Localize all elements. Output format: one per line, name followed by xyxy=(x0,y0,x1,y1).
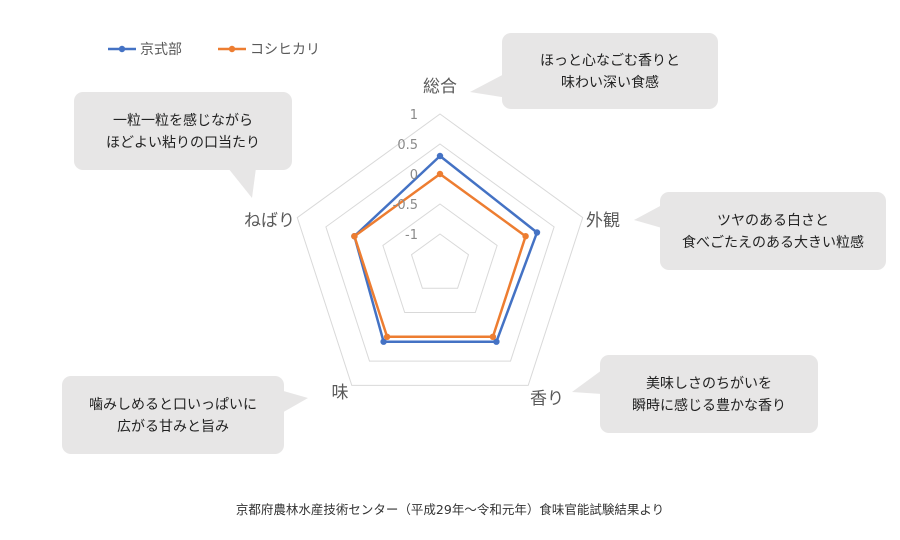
legend-item: 京式部 xyxy=(108,42,182,58)
data-point xyxy=(493,338,500,345)
axis-label: ねばり xyxy=(244,211,295,231)
callout-line: 広がる甘みと旨み xyxy=(117,419,229,435)
callout-line: 一粒一粒を感じながら xyxy=(113,112,253,129)
data-point xyxy=(380,338,387,345)
callout-box xyxy=(600,355,818,433)
tick-label: 1 xyxy=(410,108,418,123)
tick-label: -0.5 xyxy=(393,198,418,213)
legend-marker xyxy=(228,45,236,53)
callout-line: 噛みしめると口いっぱいに xyxy=(89,397,257,413)
callout-line: ほどよい粘りの口当たり xyxy=(106,135,260,151)
callout-line: 美味しさのちがいを xyxy=(646,376,772,392)
grid-ring xyxy=(325,143,555,362)
data-point xyxy=(489,333,497,340)
radar-series xyxy=(351,152,541,345)
callout-box xyxy=(660,192,886,270)
callout-box xyxy=(74,92,292,170)
series-line xyxy=(353,172,527,339)
data-point xyxy=(351,233,358,240)
grid-ring xyxy=(296,113,584,386)
callout-box xyxy=(502,33,718,109)
legend-label: 京式部 xyxy=(140,42,182,58)
callout-line: ツヤのある白さと xyxy=(717,213,829,229)
data-point xyxy=(436,152,444,160)
callout-line: 食べごたえのある大きい粒感 xyxy=(682,234,864,251)
callout-line: 味わい深い食感 xyxy=(561,74,659,91)
callout-tail xyxy=(228,168,256,198)
callout-tail xyxy=(280,390,308,414)
tick-label: 0 xyxy=(410,168,418,183)
tick-label: 0.5 xyxy=(397,138,418,153)
callout-line: 瞬時に感じる豊かな香り xyxy=(632,397,786,414)
data-point xyxy=(436,170,444,178)
axis-label: 外観 xyxy=(586,211,620,231)
legend-item: コシヒカリ xyxy=(218,42,320,58)
tick-label: -1 xyxy=(405,228,418,243)
callout-tail xyxy=(572,370,602,394)
grid-ring xyxy=(410,233,470,289)
axis-label: 味 xyxy=(332,383,349,403)
axis-label: 総合 xyxy=(423,77,457,97)
legend-label: コシヒカリ xyxy=(250,42,320,58)
callout-tail xyxy=(470,72,508,98)
legend: 京式部 コシヒカリ xyxy=(108,42,320,58)
source-note: 京都府農林水産技術センター（平成29年〜令和元年）食味官能試験結果より xyxy=(236,502,664,517)
callouts: ほっと心なごむ香りと味わい深い食感ツヤのある白さと食べごたえのある大きい粒感美味… xyxy=(62,33,886,454)
grid-ring xyxy=(382,203,498,313)
tick-labels: 1 0.5 0 -0.5 -1 xyxy=(393,108,418,243)
data-point xyxy=(522,233,529,240)
legend-marker xyxy=(118,45,126,53)
data-point xyxy=(383,333,391,340)
callout-box xyxy=(62,376,284,454)
series-line xyxy=(353,154,539,343)
callout-tail xyxy=(634,205,662,228)
callout-line: ほっと心なごむ香りと xyxy=(540,53,680,69)
axis-label: 香り xyxy=(530,389,564,409)
data-point xyxy=(533,229,541,236)
